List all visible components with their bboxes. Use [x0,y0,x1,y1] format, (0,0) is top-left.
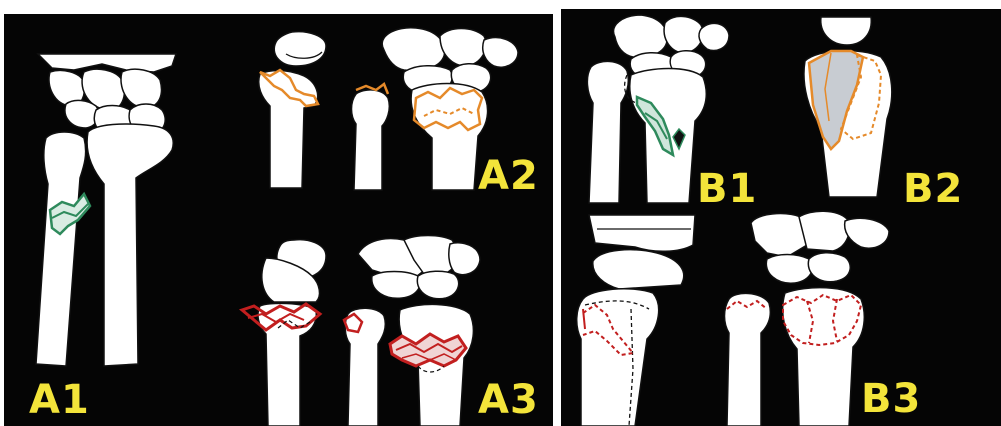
label-a2: A2 [478,156,539,196]
label-b1: B1 [697,169,757,209]
label-b2: B2 [903,169,963,209]
panel-a: A1 A2 A3 [4,14,553,426]
panel-b-illustration [561,9,1001,426]
panel-b: B1 B2 B3 [561,9,1001,426]
b2-drawing [804,17,892,197]
b3-drawing [577,211,889,426]
label-a1: A1 [29,380,90,420]
label-a3: A3 [478,380,539,420]
label-b3: B3 [861,379,921,419]
a1-forearm-drawing [36,54,176,366]
panel-a-illustration [4,14,553,426]
a3-drawing [242,236,480,426]
